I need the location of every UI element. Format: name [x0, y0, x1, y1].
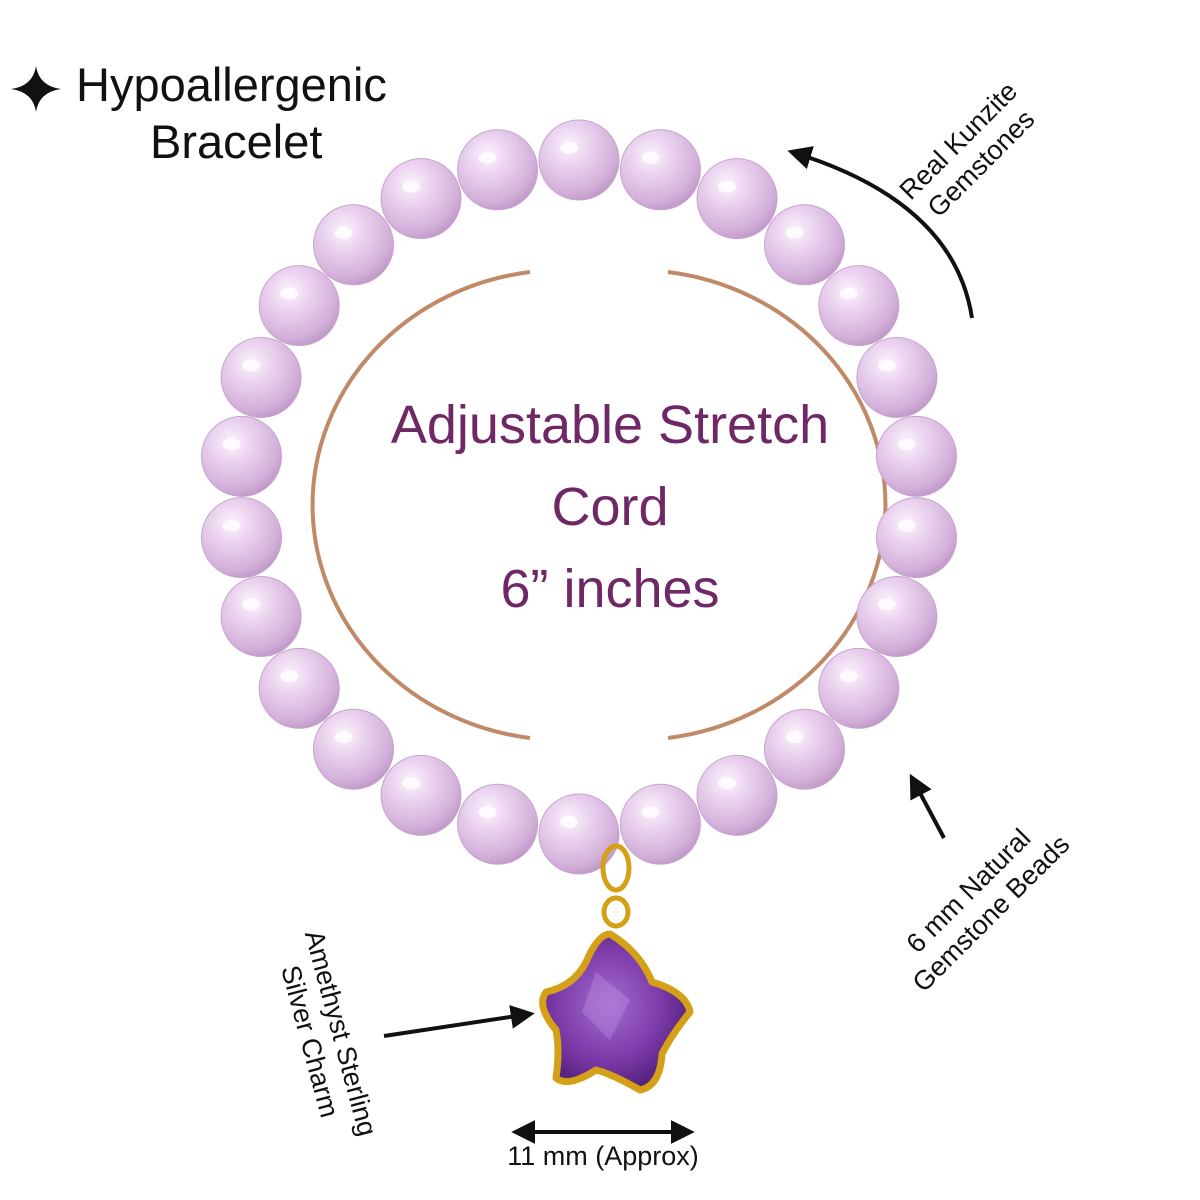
- sparkle-icon: [11, 66, 61, 112]
- bead: [258, 265, 340, 347]
- bead: [220, 576, 302, 657]
- center-arc-left: [310, 270, 531, 740]
- charm-arrow: [383, 1004, 535, 1038]
- center-arc-right: [667, 270, 888, 740]
- charm-facet-highlight: [582, 972, 630, 1040]
- bead: [258, 647, 340, 729]
- bead: [696, 754, 778, 836]
- bead: [856, 337, 938, 418]
- bead: [201, 415, 282, 497]
- charm-jump-ring: [600, 843, 632, 893]
- bead: [538, 793, 620, 875]
- bead: [764, 204, 845, 286]
- headline-line1: Hypoallergenic: [76, 58, 387, 111]
- bead: [457, 129, 539, 211]
- size-label: 11 mm (Approx): [507, 1141, 699, 1171]
- bead: [696, 158, 778, 240]
- bead: [457, 783, 539, 865]
- headline-line2: Bracelet: [150, 115, 323, 169]
- bead: [380, 754, 462, 836]
- bead: [818, 265, 900, 347]
- bead: [619, 783, 701, 865]
- bead: [538, 119, 620, 201]
- bead: [876, 415, 957, 497]
- bead: [313, 708, 394, 790]
- headline: Hypoallergenic Bracelet: [12, 56, 387, 171]
- bead: [380, 158, 462, 240]
- center-line3: 6” inches: [500, 559, 720, 619]
- bead: [313, 204, 394, 286]
- beads-arrow: [909, 773, 946, 839]
- star-charm: [539, 843, 694, 1094]
- bead: [856, 576, 938, 657]
- center-line1: Adjustable Stretch: [390, 395, 830, 455]
- bead: [764, 708, 845, 790]
- bead: [220, 337, 302, 418]
- bead: [818, 647, 900, 729]
- bead: [876, 497, 957, 579]
- bead: [201, 497, 282, 579]
- bead-ring: [201, 119, 957, 875]
- charm-bail: [601, 895, 631, 929]
- kunzite-arrow: [787, 146, 974, 319]
- bead: [619, 129, 701, 211]
- charm-star-stone: [539, 930, 694, 1094]
- center-line2: Cord: [551, 477, 669, 537]
